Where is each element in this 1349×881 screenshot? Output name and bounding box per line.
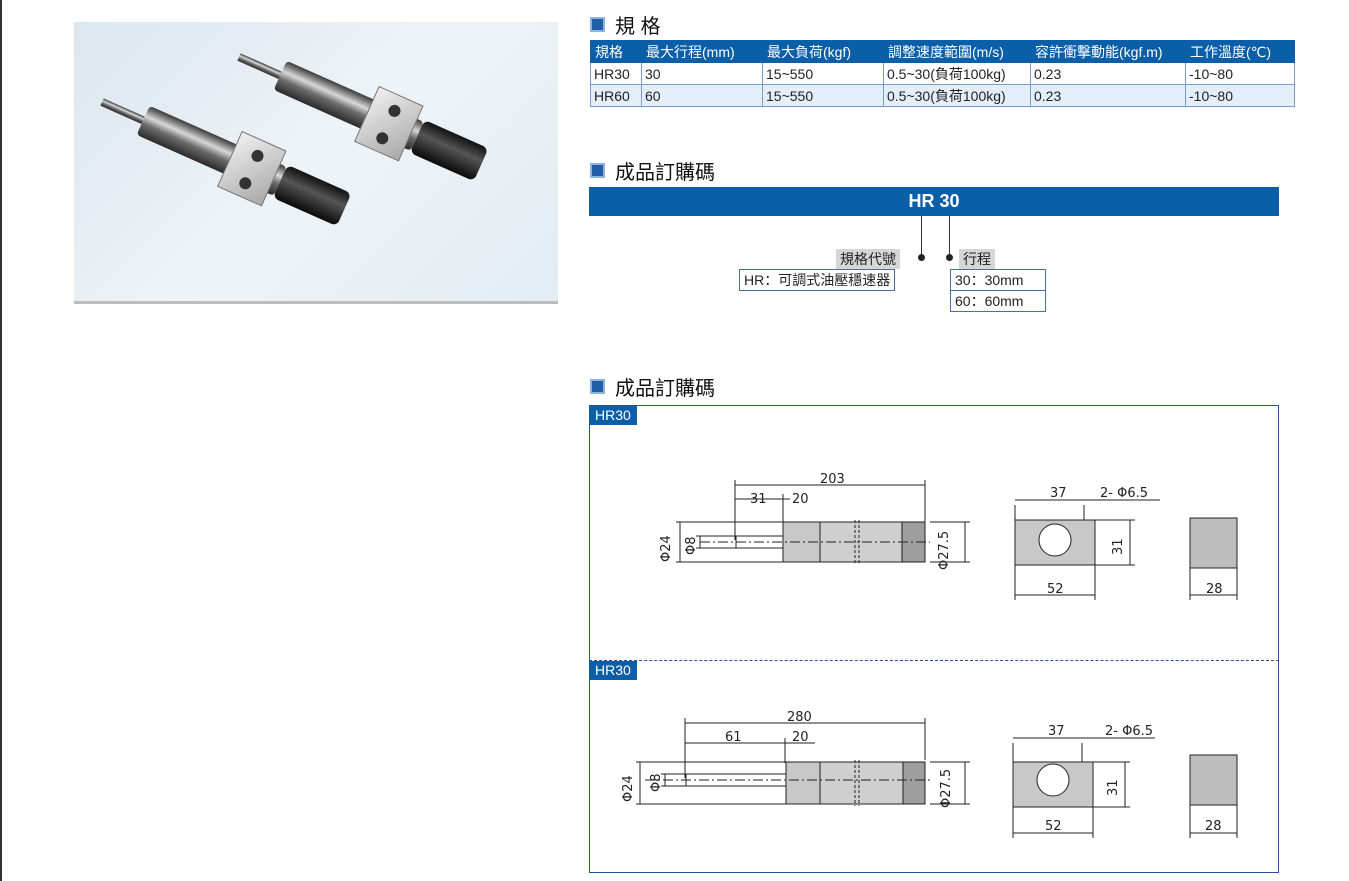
stroke-option: 60：60mm	[950, 290, 1046, 312]
order-heading: 成品訂購碼	[590, 156, 715, 185]
dim-label: 31	[750, 492, 767, 507]
dim-label: Φ8	[684, 536, 699, 555]
table-row: HR60 60 15~550 0.5~30(負荷100kg) 0.23 -10~…	[590, 84, 1295, 107]
section-square-icon	[590, 163, 605, 178]
dim-label: Φ24	[621, 775, 636, 802]
table-cell: HR60	[590, 84, 642, 107]
spec-code-label: 規格代號	[836, 249, 900, 269]
bullet-dot	[918, 254, 925, 261]
dim-label: 52	[1045, 819, 1062, 834]
section-square-icon	[590, 17, 605, 32]
table-cell: 30	[641, 62, 763, 85]
table-cell: 0.5~30(負荷100kg)	[883, 84, 1031, 107]
order-title: 成品訂購碼	[615, 162, 715, 184]
dim-label: 20	[792, 730, 809, 745]
technical-drawing: 203 31 20 Φ24 Φ8 Φ27.5 37 2- Φ6.5 31 52 …	[659, 472, 1238, 600]
dim-label: 37	[1048, 724, 1065, 739]
table-cell: 0.23	[1030, 84, 1186, 107]
shock-absorber-illustration	[100, 53, 487, 225]
spec-heading: 規 格	[590, 10, 661, 39]
dim-label: 37	[1050, 486, 1067, 501]
drawing-heading: 成品訂購碼	[590, 372, 715, 401]
dim-label: Φ27.5	[939, 769, 954, 808]
bullet-dot	[946, 254, 953, 261]
col-header: 調整速度範圍(m/s)	[883, 40, 1031, 63]
leader-line	[949, 216, 950, 258]
product-photo	[74, 22, 558, 304]
section-square-icon	[590, 379, 605, 394]
stroke-label: 行程	[959, 249, 995, 269]
spec-code-value: HR：可調式油壓穩速器	[739, 269, 896, 291]
dim-label: 2- Φ6.5	[1105, 724, 1153, 739]
dim-label: Φ27.5	[937, 531, 952, 570]
dim-label: 61	[725, 730, 742, 745]
dim-label: 20	[792, 492, 809, 507]
drawing-title: 成品訂購碼	[615, 378, 715, 400]
technical-drawing: 280 61 20 Φ24 Φ8 Φ27.5 37 2- Φ6.5 31 52 …	[621, 710, 1238, 838]
dim-label: 28	[1206, 582, 1223, 597]
dim-label: 52	[1047, 582, 1064, 597]
spec-title: 規 格	[615, 16, 661, 38]
dim-label: 280	[787, 710, 812, 725]
table-row: HR30 30 15~550 0.5~30(負荷100kg) 0.23 -10~…	[590, 62, 1295, 85]
page-left-border	[0, 0, 2, 881]
table-cell: 60	[641, 84, 763, 107]
dim-label: 28	[1205, 819, 1222, 834]
stroke-option: 30：30mm	[950, 269, 1046, 291]
table-cell: -10~80	[1185, 62, 1295, 85]
table-cell: 15~550	[762, 62, 884, 85]
table-cell: -10~80	[1185, 84, 1295, 107]
col-header: 容許衝擊動能(kgf.m)	[1030, 40, 1186, 63]
col-header: 最大負荷(kgf)	[762, 40, 884, 63]
drawing-tag: HR30	[589, 661, 637, 680]
leader-line	[921, 216, 922, 258]
spec-table-header: 規格 最大行程(mm) 最大負荷(kgf) 調整速度範圍(m/s) 容許衝擊動能…	[590, 40, 1295, 63]
dim-label: 31	[1106, 779, 1121, 796]
table-cell: 0.5~30(負荷100kg)	[883, 62, 1031, 85]
col-header: 規格	[590, 40, 642, 63]
dim-label: 31	[1111, 538, 1126, 555]
table-cell: 15~550	[762, 84, 884, 107]
dim-label: Φ24	[659, 535, 674, 562]
dim-label: Φ8	[649, 773, 664, 792]
col-header: 工作溫度(℃)	[1185, 40, 1295, 63]
table-cell: HR30	[590, 62, 642, 85]
table-cell: 0.23	[1030, 62, 1186, 85]
drawing-separator	[589, 660, 1279, 661]
dim-label: 203	[820, 472, 845, 487]
spec-table: 規格 最大行程(mm) 最大負荷(kgf) 調整速度範圍(m/s) 容許衝擊動能…	[590, 40, 1295, 107]
dim-label: 2- Φ6.5	[1100, 486, 1148, 501]
drawing-frame	[589, 405, 1279, 873]
order-code-bar: HR 30	[589, 187, 1279, 216]
drawing-tag: HR30	[589, 406, 637, 425]
col-header: 最大行程(mm)	[641, 40, 763, 63]
